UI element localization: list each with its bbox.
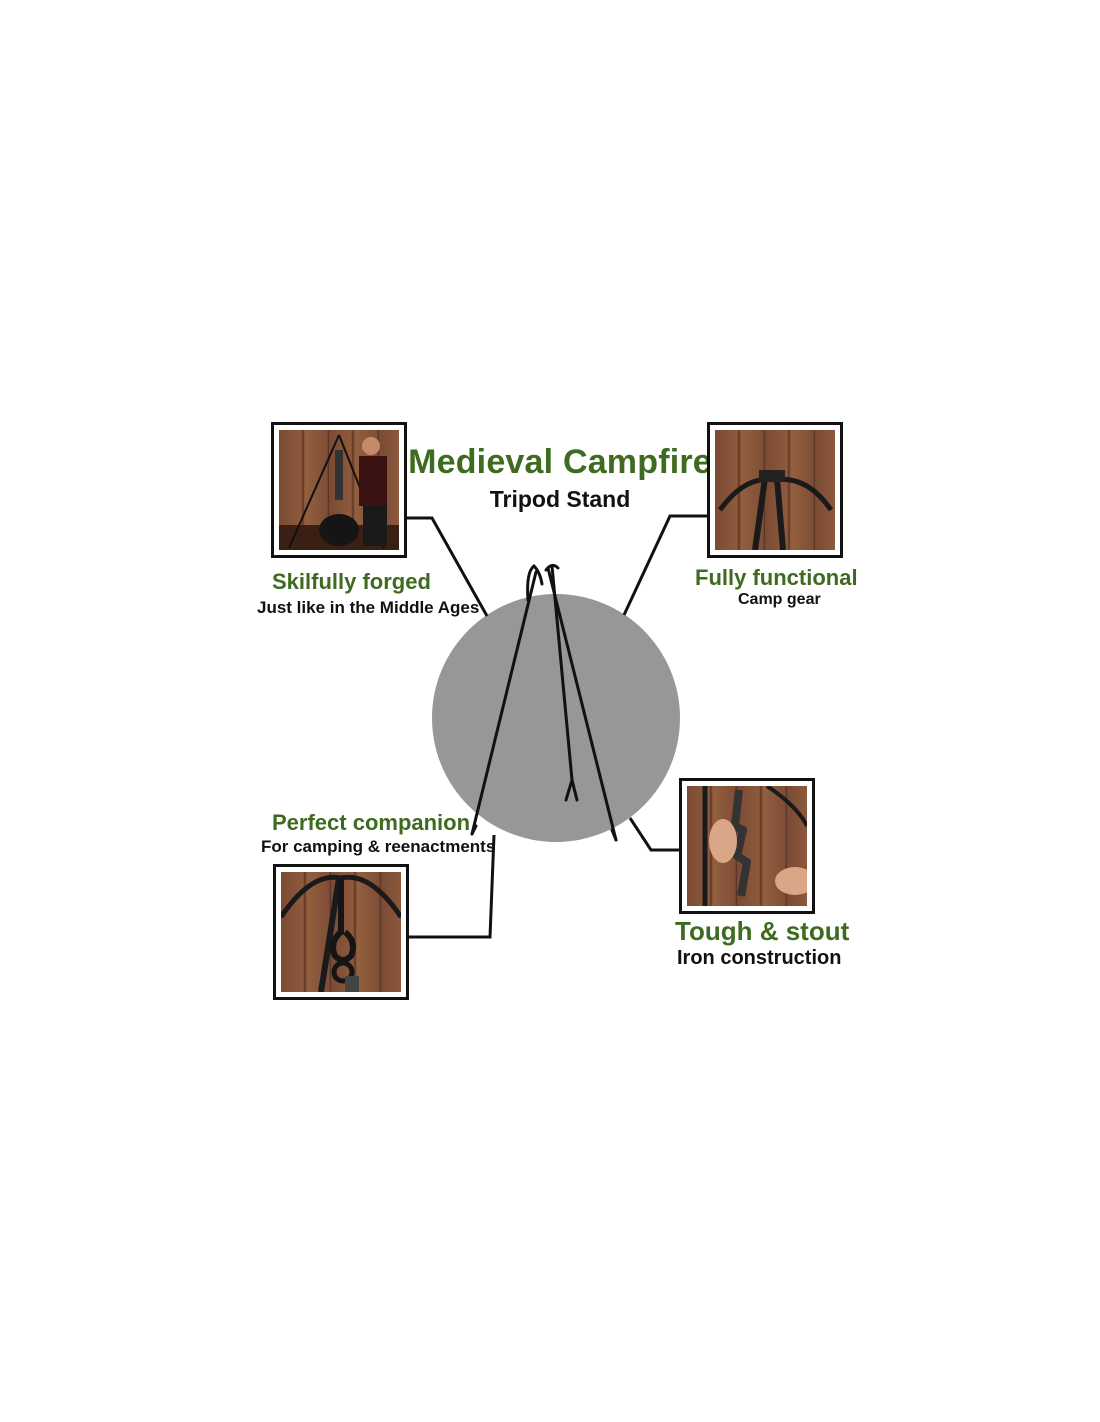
connector-top-left	[406, 516, 489, 617]
feature-text-camp-gear: Camp gear	[738, 591, 821, 608]
page-title: Medieval Campfire	[408, 443, 712, 481]
man-with-cauldron-illustration	[279, 434, 399, 550]
connector-top-right	[622, 514, 709, 616]
feature-heading-skilfully-forged: Skilfully forged	[272, 569, 431, 594]
feature-text-middle-ages: Just like in the Middle Ages	[257, 598, 480, 617]
center-gray-circle	[432, 594, 680, 842]
tripod-top-joint-illustration	[717, 470, 834, 550]
photo-fully-functional	[707, 422, 843, 558]
tripod-hook-illustration	[281, 874, 401, 992]
feature-heading-perfect-companion: Perfect companion	[272, 810, 471, 835]
photo-skilfully-forged	[271, 422, 407, 558]
connector-bottom-right	[628, 817, 681, 852]
feature-text-iron-construction: Iron construction	[677, 947, 842, 969]
hand-holding-chain-illustration	[702, 786, 807, 906]
feature-heading-tough-stout: Tough & stout	[675, 916, 850, 946]
connector-bottom-left	[409, 834, 496, 939]
tripod-drawing	[470, 563, 618, 842]
feature-heading-fully-functional: Fully functional	[695, 565, 858, 590]
photo-tough-stout	[679, 778, 815, 914]
photo-perfect-companion	[273, 864, 409, 1000]
page-subtitle: Tripod Stand	[489, 486, 631, 512]
feature-text-camping-reenactments: For camping & reenactments	[261, 837, 496, 856]
